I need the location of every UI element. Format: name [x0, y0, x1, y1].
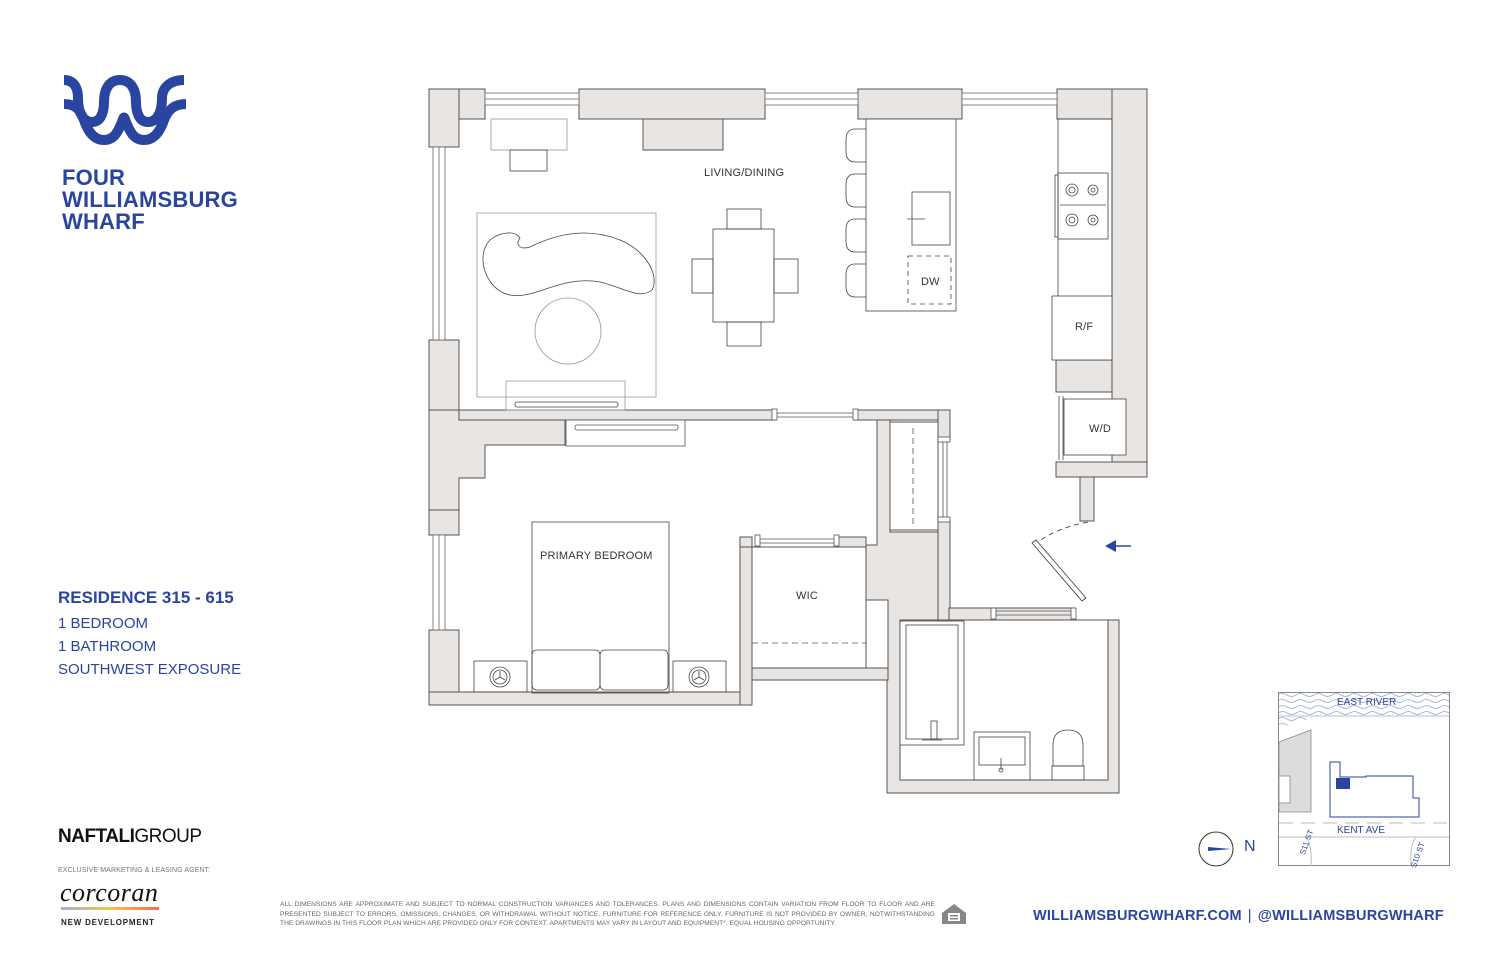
residence-bathrooms: 1 BATHROOM	[58, 638, 157, 655]
map-label-avenue: KENT AVE	[1337, 825, 1385, 836]
agent-division: NEW DEVELOPMENT	[61, 918, 155, 927]
entry-arrow-icon	[1105, 540, 1116, 552]
brand-name-line-1: FOUR	[62, 165, 126, 190]
equal-housing-icon	[942, 904, 966, 924]
residence-title: RESIDENCE 315 - 615	[58, 588, 234, 607]
brand-name: FOUR WILLIAMSBURG WHARF	[62, 167, 238, 233]
appliance-label-wd: W/D	[1089, 423, 1111, 435]
appliance-label-rf: R/F	[1075, 321, 1093, 333]
room-label-living: LIVING/DINING	[704, 167, 784, 179]
brand-logo-icon	[63, 74, 187, 146]
agent-caption: EXCLUSIVE MARKETING & LEASING AGENT:	[58, 867, 211, 874]
website-link[interactable]: WILLIAMSBURGWHARF.COM	[1033, 908, 1242, 924]
disclaimer-text: ALL DIMENSIONS ARE APPROXIMATE AND SUBJE…	[280, 901, 935, 927]
social-handle-link[interactable]: @WILLIAMSBURGWHARF	[1257, 908, 1444, 924]
brand-name-line-2: WILLIAMSBURG	[62, 187, 238, 212]
site-map	[1278, 692, 1450, 866]
appliance-label-dw: DW	[921, 276, 940, 288]
residence-exposure: SOUTHWEST EXPOSURE	[58, 661, 242, 678]
compass-icon	[1198, 831, 1234, 867]
brand-name-line-3: WHARF	[62, 209, 145, 234]
room-label-bedroom: PRIMARY BEDROOM	[540, 550, 653, 562]
room-label-wic: WIC	[796, 590, 818, 602]
developer-logo: NAFTALIGROUP	[58, 826, 202, 848]
developer-logo-light: GROUP	[134, 826, 202, 847]
footer-separator: |	[1247, 908, 1252, 924]
map-label-river: EAST RIVER	[1337, 697, 1397, 708]
developer-logo-bold: NAFTALI	[58, 826, 135, 847]
footer-links: WILLIAMSBURGWHARF.COM | @WILLIAMSBURGWHARF	[1033, 908, 1444, 924]
agent-logo: corcoran	[60, 878, 159, 907]
residence-bedrooms: 1 BEDROOM	[58, 615, 149, 632]
compass-north-label: N	[1244, 838, 1256, 855]
agent-logo-bar	[61, 907, 159, 910]
